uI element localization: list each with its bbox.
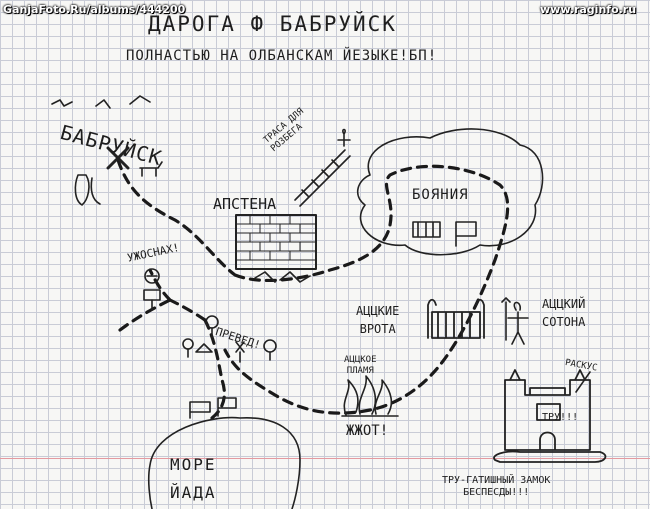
- tru-label: ТРУ!!!: [542, 412, 579, 423]
- crashed-figures-icon: [254, 271, 311, 283]
- castle-icon: [493, 369, 607, 463]
- birds-icon: [51, 95, 151, 109]
- pirate-flags-icon: [189, 397, 237, 419]
- castle-label: ТРУ-ГАТИШНЫЙ ЗАМОК БЕСПЕСДЫ!!!: [442, 475, 550, 499]
- signpost-icon: [143, 289, 161, 301]
- watermark-left: GanjaFoto.Ru/albums/444200: [3, 3, 186, 16]
- flag-icon: [455, 221, 477, 247]
- gates-line-2: ВРОТА: [359, 322, 396, 336]
- apstena-label: АПСТЕНА: [213, 195, 277, 213]
- tree-icon: [205, 315, 219, 329]
- small-tent-icon: [195, 343, 213, 353]
- animal-icon: [139, 161, 163, 177]
- sea-line-2: ЙАДА: [170, 483, 217, 502]
- hellfire-label: АЦЦКОЕ ПЛАМЯ: [344, 355, 377, 377]
- satan-label: АЦЦКИЙ СОТОНА: [542, 295, 585, 331]
- map-subtitle: ПОЛНАСТЬЮ НА ОЛБАНСКАМ ЙЕЗЫКЕ!БП!: [126, 48, 438, 64]
- stick-figure-icon: [337, 128, 351, 147]
- sea-line-1: МОРЕ: [170, 455, 217, 474]
- brick-lines: [235, 214, 317, 261]
- route-branch: [148, 268, 207, 322]
- boyaniya-cloud: [356, 128, 544, 256]
- dashed-route: [116, 158, 510, 420]
- boyaniya-label: БОЯНИЯ: [412, 187, 469, 203]
- button-accordion-icon: [412, 221, 441, 238]
- uzhosnah-sign-icon: [144, 268, 160, 284]
- satan-icon: [501, 297, 529, 345]
- plamya-line-1: АЦЦКОЕ: [344, 355, 377, 365]
- bear-figure-icon: [235, 341, 245, 363]
- castle-line-1: ТРУ-ГАТИШНЫЙ ЗАМОК: [442, 475, 551, 486]
- map-title: ДАРОГА Ф БАБРУЙСК: [148, 12, 397, 36]
- margin-line: [0, 458, 650, 459]
- sea-label: МОРЕ ЙАДА: [170, 451, 217, 507]
- hell-gates-icon: [427, 298, 485, 339]
- gates-line-1: АЦЦКИЕ: [356, 304, 400, 318]
- hellfire-icon: [341, 375, 399, 417]
- babruisk-x-mark: [106, 146, 130, 170]
- ramp-track: [294, 149, 351, 207]
- people-icon: [74, 174, 101, 206]
- pointer-arrow-icon: [575, 371, 591, 393]
- satan-line-1: АЦЦКИЙ: [542, 297, 586, 311]
- castle-line-2: БЕСПЕСДЫ!!!: [463, 487, 530, 498]
- sea-of-poison-island: [147, 416, 301, 509]
- watermark-right: www.raginfo.ru: [540, 3, 637, 16]
- satan-line-2: СОТОНА: [542, 315, 586, 329]
- plamya-line-2: ПЛАМЯ: [346, 366, 374, 376]
- zhzhot-label: ЖЖОТ!: [346, 423, 389, 439]
- hell-gates-label: АЦЦКИЕ ВРОТА: [356, 302, 399, 338]
